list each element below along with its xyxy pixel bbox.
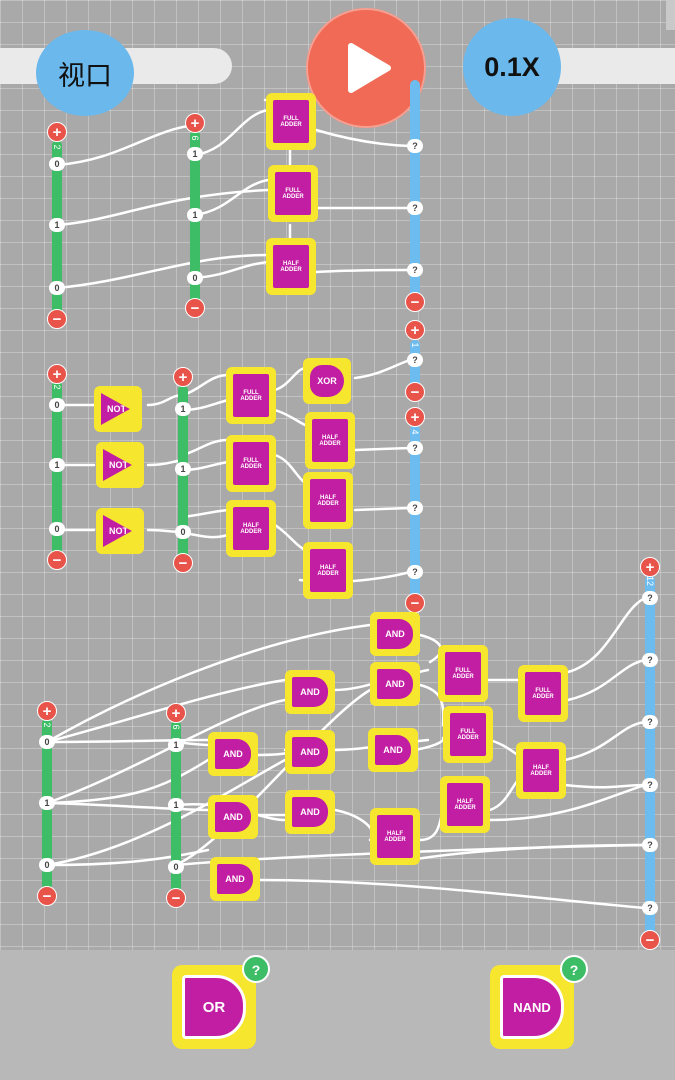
output-bit: ? (407, 565, 423, 579)
full-adder-gate[interactable]: FULL ADDER (518, 665, 568, 722)
and-gate[interactable]: AND (210, 857, 260, 901)
input-bit[interactable]: 0 (187, 271, 203, 285)
xor-gate[interactable]: XOR (303, 358, 351, 404)
output-bit: ? (407, 353, 423, 367)
bus-remove-button[interactable]: − (47, 309, 67, 329)
and-gate[interactable]: AND (370, 662, 420, 706)
input-bit[interactable]: 0 (175, 525, 191, 539)
output-bit: ? (407, 263, 423, 277)
speed-button[interactable]: 0.1X (463, 18, 561, 116)
bus-add-button[interactable]: + (173, 367, 193, 387)
play-icon (348, 43, 391, 93)
play-button[interactable] (306, 8, 426, 128)
half-adder-gate[interactable]: HALF ADDER (303, 472, 353, 529)
full-adder-gate[interactable]: FULL ADDER (438, 645, 488, 702)
output-bus-1[interactable] (410, 80, 420, 300)
bus-add-button[interactable]: + (166, 703, 186, 723)
bus-remove-button[interactable]: − (405, 382, 425, 402)
view-button[interactable]: 视口 (36, 30, 134, 116)
bus-remove-button[interactable]: − (185, 298, 205, 318)
output-bit: ? (642, 591, 658, 605)
output-bit: ? (642, 901, 658, 915)
bus-width-label: 2 (52, 144, 62, 150)
output-bit: ? (407, 201, 423, 215)
input-bit[interactable]: 1 (49, 458, 65, 472)
half-adder-gate[interactable]: HALF ADDER (305, 412, 355, 469)
input-bit[interactable]: 0 (39, 735, 55, 749)
bus-width-label: 4 (410, 429, 420, 435)
bus-remove-button[interactable]: − (166, 888, 186, 908)
input-bit[interactable]: 0 (49, 522, 65, 536)
and-gate[interactable]: AND (208, 732, 258, 776)
bus-add-button[interactable]: + (47, 122, 67, 142)
full-adder-gate[interactable]: FULL ADDER (268, 165, 318, 222)
full-adder-gate[interactable]: FULL ADDER (266, 93, 316, 150)
full-adder-gate[interactable]: FULL ADDER (443, 706, 493, 763)
input-bit[interactable]: 1 (49, 218, 65, 232)
bus-remove-button[interactable]: − (173, 553, 193, 573)
nand-gate-palette-item[interactable]: NAND (490, 965, 574, 1049)
and-gate[interactable]: AND (285, 790, 335, 834)
bus-remove-button[interactable]: − (640, 930, 660, 950)
output-bit: ? (407, 501, 423, 515)
or-gate-palette-item[interactable]: OR (172, 965, 256, 1049)
input-bit[interactable]: 0 (168, 860, 184, 874)
input-bit[interactable]: 0 (49, 281, 65, 295)
half-adder-gate[interactable]: HALF ADDER (516, 742, 566, 799)
bus-width-label: 1 (410, 342, 420, 348)
bus-add-button[interactable]: + (47, 364, 67, 384)
input-bit[interactable]: 1 (175, 462, 191, 476)
and-gate[interactable]: AND (208, 795, 258, 839)
menu-handle[interactable] (666, 0, 675, 30)
output-bit: ? (642, 653, 658, 667)
bus-remove-button[interactable]: − (405, 593, 425, 613)
bus-remove-button[interactable]: − (47, 550, 67, 570)
and-gate[interactable]: AND (285, 730, 335, 774)
bus-remove-button[interactable]: − (405, 292, 425, 312)
input-bit[interactable]: 0 (49, 157, 65, 171)
input-bit[interactable]: 1 (175, 402, 191, 416)
half-adder-gate[interactable]: HALF ADDER (303, 542, 353, 599)
bus-add-button[interactable]: + (405, 320, 425, 340)
half-adder-gate[interactable]: HALF ADDER (266, 238, 316, 295)
not-gate[interactable]: NOT (96, 442, 144, 488)
not-gate[interactable]: NOT (96, 508, 144, 554)
bus-add-button[interactable]: + (640, 557, 660, 577)
input-bit[interactable]: 1 (168, 738, 184, 752)
output-bit: ? (642, 715, 658, 729)
input-bit[interactable]: 0 (39, 858, 55, 872)
bus-remove-button[interactable]: − (37, 886, 57, 906)
help-icon[interactable]: ? (560, 955, 588, 983)
and-gate[interactable]: AND (285, 670, 335, 714)
and-gate[interactable]: AND (370, 612, 420, 656)
output-bit: ? (407, 441, 423, 455)
bus-add-button[interactable]: + (405, 407, 425, 427)
input-bit[interactable]: 0 (49, 398, 65, 412)
output-bus-4[interactable] (645, 575, 655, 937)
bus-width-label: 6 (190, 135, 200, 141)
half-adder-gate[interactable]: HALF ADDER (370, 808, 420, 865)
output-bit: ? (407, 139, 423, 153)
bus-add-button[interactable]: + (185, 113, 205, 133)
view-button-label: 视口 (58, 60, 112, 91)
input-bit[interactable]: 1 (187, 147, 203, 161)
bus-add-button[interactable]: + (37, 701, 57, 721)
output-bit: ? (642, 838, 658, 852)
not-gate[interactable]: NOT (94, 386, 142, 432)
full-adder-gate[interactable]: FULL ADDER (226, 435, 276, 492)
speed-button-label: 0.1X (484, 51, 540, 82)
output-bit: ? (642, 778, 658, 792)
half-adder-gate[interactable]: HALF ADDER (440, 776, 490, 833)
input-bit[interactable]: 1 (168, 798, 184, 812)
input-bit[interactable]: 1 (187, 208, 203, 222)
half-adder-gate[interactable]: HALF ADDER (226, 500, 276, 557)
input-bit[interactable]: 1 (39, 796, 55, 810)
help-icon[interactable]: ? (242, 955, 270, 983)
and-gate[interactable]: AND (368, 728, 418, 772)
full-adder-gate[interactable]: FULL ADDER (226, 367, 276, 424)
